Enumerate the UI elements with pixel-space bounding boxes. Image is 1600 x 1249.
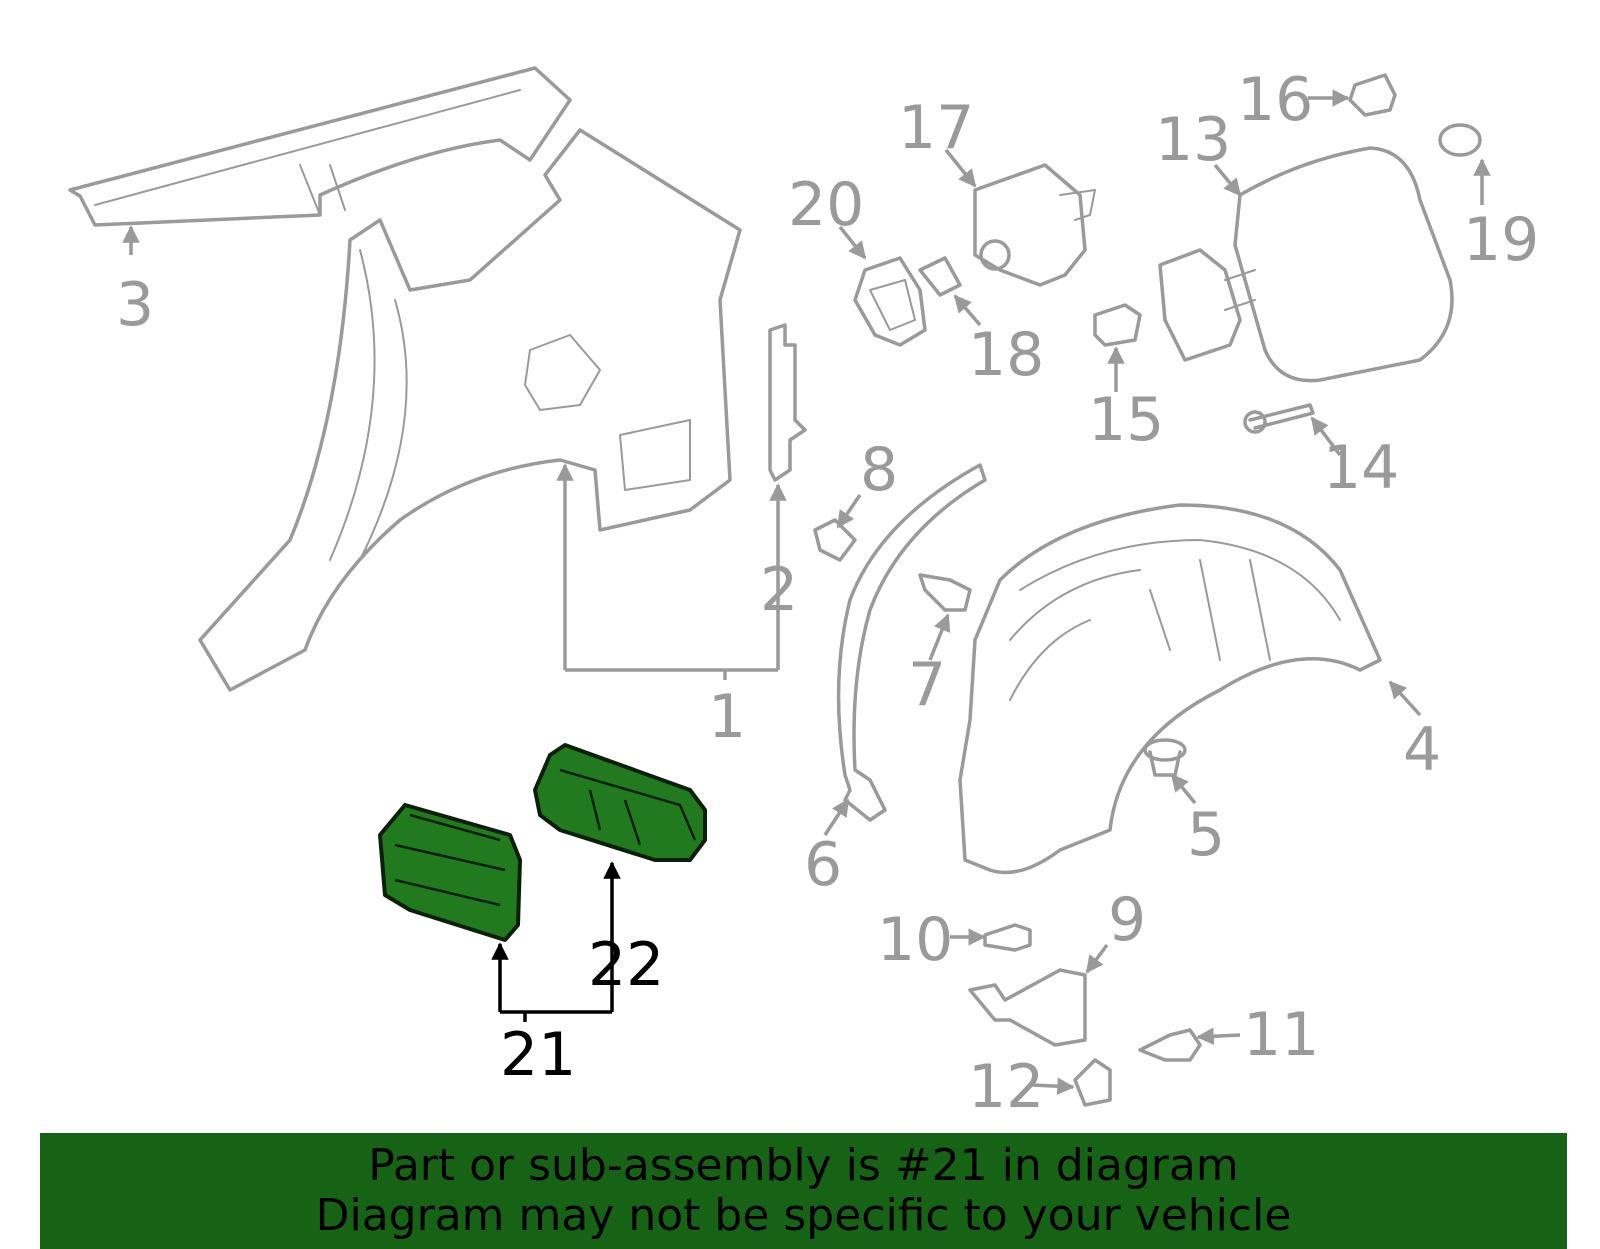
banner-line-disclaimer: Diagram may not be specific to your vehi…: [315, 1190, 1292, 1241]
callout-17: 17: [898, 93, 974, 163]
callout-12: 12: [968, 1052, 1044, 1122]
part-11-screw: [1138, 1028, 1202, 1062]
callout-14: 14: [1323, 433, 1399, 503]
callout-5: 5: [1187, 800, 1225, 870]
callout-numbers: 3 1 2 4 5 6 7 8 9 10 11 12 13 14 15 16 1…: [116, 65, 1539, 1122]
callout-16: 16: [1237, 65, 1313, 135]
callout-2: 2: [760, 555, 798, 625]
part-4-fender-liner: [958, 503, 1382, 875]
callout-4: 4: [1403, 715, 1441, 785]
callout-8: 8: [860, 435, 898, 505]
part-13-fuel-door: [1158, 146, 1454, 383]
callout-7: 7: [908, 650, 946, 720]
callout-18: 18: [968, 320, 1044, 390]
callout-3: 3: [116, 270, 154, 340]
callout-20: 20: [788, 170, 864, 240]
callout-19: 19: [1463, 205, 1539, 275]
part-3-roof-side-rail: [68, 66, 572, 227]
callout-13: 13: [1155, 105, 1231, 175]
part-9-bracket: [968, 968, 1087, 1047]
part-17-actuator: [973, 163, 1096, 287]
part-7-screw: [918, 573, 972, 612]
callout-9: 9: [1108, 885, 1146, 955]
callout-10: 10: [877, 905, 953, 975]
callout-21: 21: [500, 1020, 576, 1090]
part-19-clip: [1438, 123, 1482, 157]
part-2-bracket: [768, 323, 807, 482]
callout-11: 11: [1243, 1000, 1319, 1070]
part-15-clip: [1093, 303, 1142, 347]
part-6-wheel-opening-molding: [836, 463, 987, 822]
part-12-retainer: [1073, 1058, 1112, 1107]
callout-6: 6: [804, 830, 842, 900]
callout-22: 22: [588, 930, 664, 1000]
part-18-seal: [918, 256, 962, 297]
part-20-housing: [853, 256, 927, 347]
callout-15: 15: [1088, 385, 1164, 455]
parts-diagram: 3 1 2 4 5 6 7 8 9 10 11 12 13 14 15 16 1…: [68, 65, 1539, 1122]
banner-line-part: Part or sub-assembly is #21 in diagram: [368, 1140, 1239, 1191]
part-16-cap: [1348, 73, 1397, 117]
part-1-quarter-panel: [198, 128, 742, 692]
info-banner: Part or sub-assembly is #21 in diagram D…: [40, 1133, 1567, 1249]
part-8-clip: [813, 518, 857, 562]
callout-1: 1: [708, 682, 746, 752]
part-10-bolt: [983, 923, 1032, 952]
part-21-fuel-filler-housing: [378, 803, 522, 942]
part-5-push-clip: [1143, 738, 1187, 777]
leader-lines: [122, 89, 1491, 1095]
part-14-pin: [1243, 403, 1315, 434]
part-22-fuel-filler-pocket: [533, 743, 707, 862]
